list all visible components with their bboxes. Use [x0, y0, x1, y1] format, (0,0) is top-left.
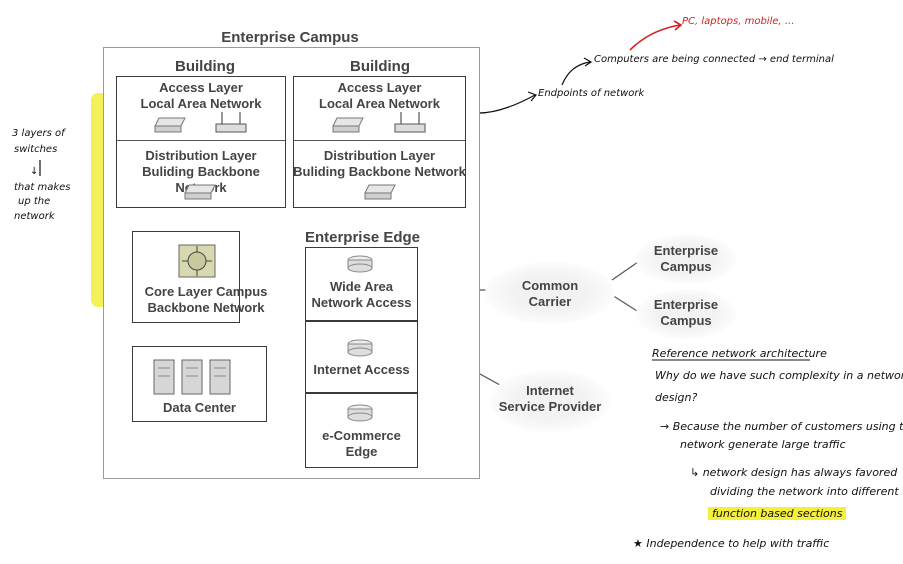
sub-answer-line: ↳ network design has always favored	[690, 466, 898, 479]
remote-campus-cloud	[636, 234, 736, 284]
ecommerce-edge-label: e-Commerce Edge	[322, 428, 401, 459]
router-icon	[347, 404, 373, 422]
internet-access-box	[305, 321, 418, 393]
common-carrier-cloud	[485, 262, 615, 324]
router-icon	[215, 112, 247, 133]
left-note-line: 3 layers of	[12, 128, 65, 139]
enterprise-edge-title: Enterprise Edge	[304, 229, 421, 246]
red-arrow	[629, 24, 681, 51]
switch-icon	[364, 184, 396, 200]
common-carrier-label: Common Carrier	[521, 278, 579, 309]
question-line: design?	[655, 391, 698, 404]
devices-note: PC, laptops, mobile, ...	[682, 16, 795, 27]
left-note-line: up the	[18, 196, 51, 207]
internet-access-label: Internet Access	[313, 362, 410, 377]
sub-answer-line: dividing the network into different	[710, 485, 899, 498]
server-icon	[153, 359, 231, 395]
switch-icon	[184, 184, 216, 200]
remote-campus-1-label: Enterprise Campus	[653, 243, 719, 274]
switch-icon	[154, 117, 186, 133]
remote-campus-2-label: Enterprise Campus	[653, 297, 719, 328]
left-note-line: network	[14, 211, 55, 222]
computers-note: Computers are being connected → end term…	[594, 54, 834, 65]
core-switch-icon	[178, 244, 216, 278]
highlighted-note: function based sections	[708, 507, 847, 520]
access-layer-left: Access Layer Local Area Network	[140, 80, 262, 111]
isp-cloud	[490, 370, 610, 432]
star-note: ★ Independence to help with traffic	[633, 537, 830, 550]
core-layer-label: Core Layer Campus Backbone Network	[144, 284, 268, 315]
answer-line: network generate large traffic	[680, 438, 846, 451]
ref-arch-title: Reference network architecture	[652, 347, 827, 360]
answer-line: → Because the number of customers using …	[660, 420, 903, 433]
endpoints-note: Endpoints of network	[538, 88, 645, 99]
router-icon	[347, 255, 373, 273]
left-note-line: switches	[14, 144, 58, 155]
distribution-layer-right: Distribution Layer Buliding Backbone Net…	[293, 148, 466, 179]
question-line: Why do we have such complexity in a netw…	[655, 369, 903, 382]
isp-label: Internet Service Provider	[498, 383, 602, 414]
building-right-title: Building	[350, 58, 410, 75]
access-layer-right: Access Layer Local Area Network	[319, 80, 440, 111]
router-icon	[394, 112, 426, 133]
campus-title: Enterprise Campus	[221, 29, 359, 46]
switch-icon	[332, 117, 364, 133]
divider	[117, 140, 285, 141]
left-note-line: that makes	[14, 182, 71, 193]
building-left-title: Building	[175, 58, 235, 75]
divider	[294, 140, 465, 141]
remote-campus-cloud	[636, 289, 736, 339]
data-center-label: Data Center	[163, 400, 236, 415]
left-note-line: ↓	[30, 166, 39, 177]
router-icon	[347, 339, 373, 357]
wan-access-label: Wide Area Network Access	[311, 279, 412, 310]
